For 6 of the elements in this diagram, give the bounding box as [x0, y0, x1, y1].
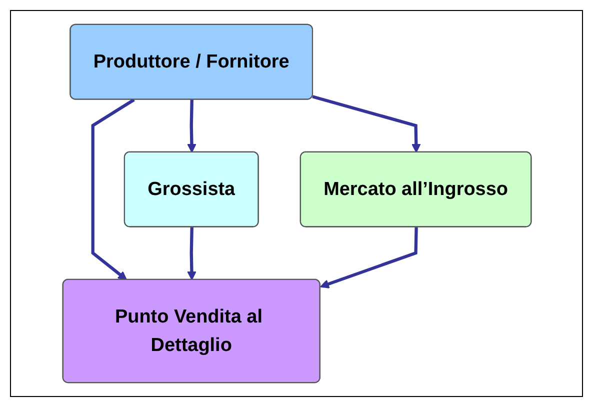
arrow: [312, 95, 420, 153]
arrow: [186, 100, 196, 153]
arrow: [186, 227, 196, 280]
diagram-frame: Produttore / Fornitore Grossista Mercato all’Ingrosso Punto Vendita al Dettaglio: [10, 10, 583, 397]
arrow: [319, 227, 418, 288]
arrow: [90, 98, 134, 280]
